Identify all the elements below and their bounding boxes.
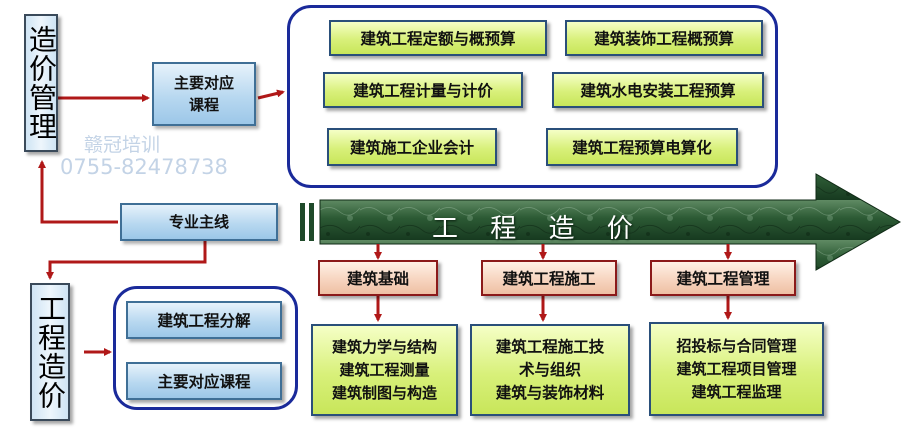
course-item: 建筑与装饰材料 [495,383,605,402]
course-item: 建筑工程施工技 [495,337,605,356]
category-box: 建筑基础 [318,260,438,296]
category-box: 建筑工程管理 [650,260,796,296]
course-box: 建筑施工企业会计 [327,128,497,166]
watermark-company: 赣冠培训 [84,134,161,156]
category-courses-group: 建筑力学与结构 建筑工程测量 建筑制图与构造 [311,324,458,416]
engineering-cost-title: 工程造价 [30,283,70,421]
course-box: 建筑水电安装工程预算 [552,72,764,108]
arrow-banner [300,173,902,271]
main-courses-label-top: 主要对应课程 [152,62,256,126]
course-box: 建筑工程计量与计价 [323,72,523,108]
course-box: 建筑工程预算电算化 [546,128,738,166]
main-line-label: 专业主线 [120,203,278,241]
course-item: 建筑工程项目管理 [676,359,797,378]
main-courses-box-bottom: 主要对应课程 [126,362,282,400]
arrow-banner-text: 工 程 造 价 [432,214,645,244]
category-box: 建筑工程施工 [481,260,617,296]
course-item: 建筑制图与构造 [331,383,437,402]
course-item: 建筑工程测量 [339,360,430,379]
course-item: 招投标与合同管理 [676,336,797,355]
course-box: 建筑工程定额与概预算 [329,20,547,56]
building-decomposition-box: 建筑工程分解 [126,301,282,339]
cost-management-title: 造价管理 [24,14,58,152]
course-item: 建筑力学与结构 [331,337,437,356]
course-box: 建筑装饰工程概预算 [565,20,763,56]
course-item: 术与组织 [518,360,581,379]
course-item: 建筑工程监理 [691,382,782,401]
category-courses-group: 招投标与合同管理 建筑工程项目管理 建筑工程监理 [649,322,824,416]
watermark-phone: 0755-82478738 [60,155,228,179]
category-courses-group: 建筑工程施工技 术与组织 建筑与装饰材料 [470,324,630,416]
